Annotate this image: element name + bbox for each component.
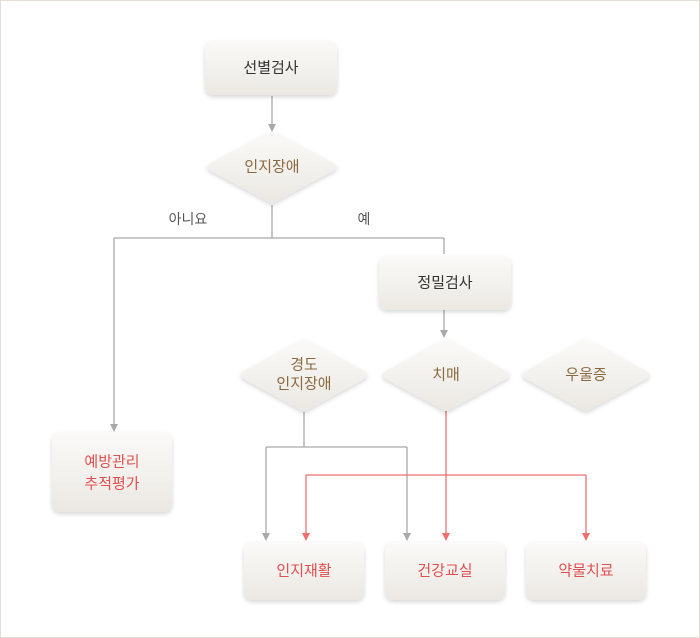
node-prevention-line1: 예방관리 (84, 453, 139, 471)
node-prevention: 예방관리 추적평가 (52, 432, 172, 512)
node-drug-therapy: 약물치료 (526, 542, 646, 600)
node-cognitive-impairment: 인지장애 (207, 131, 337, 203)
edge-label-yes: 예 (358, 212, 371, 228)
node-screening-label: 선별검사 (243, 59, 298, 77)
node-mild-cognitive: 경도 인지장애 (240, 339, 368, 411)
node-cognitive-impairment-label: 인지장애 (244, 158, 299, 176)
node-cognitive-rehab: 인지재활 (244, 542, 364, 600)
node-screening: 선별검사 (205, 41, 337, 95)
node-health-class-label: 건강교실 (417, 562, 472, 580)
grey-connectors (110, 96, 448, 541)
node-mild-cognitive-line2: 인지장애 (276, 375, 331, 393)
node-drug-therapy-label: 약물치료 (558, 562, 613, 580)
node-detailed-exam: 정밀검사 (379, 256, 511, 310)
red-connectors (302, 410, 590, 541)
node-mild-cognitive-line1: 경도 (290, 356, 318, 374)
node-dementia: 치매 (382, 339, 510, 411)
node-detailed-exam-label: 정밀검사 (417, 274, 472, 292)
node-dementia-label: 치매 (432, 366, 460, 384)
node-depression: 우울증 (522, 339, 650, 411)
edge-label-no: 아니요 (169, 212, 208, 228)
node-health-class: 건강교실 (385, 542, 505, 600)
node-cognitive-rehab-label: 인지재활 (276, 562, 331, 580)
node-depression-label: 우울증 (565, 366, 606, 384)
node-prevention-line2: 추적평가 (84, 475, 139, 493)
